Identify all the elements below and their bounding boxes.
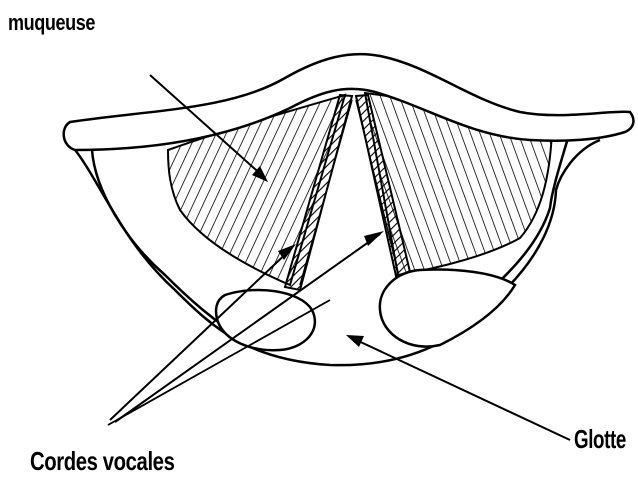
- label-glotte: Glotte: [574, 424, 626, 455]
- left-arytenoid: [216, 290, 315, 350]
- glotte-leader-line: [352, 338, 570, 440]
- label-cordes-vocales: Cordes vocales: [30, 446, 174, 477]
- label-muqueuse: muqueuse: [8, 10, 95, 36]
- glotte-arrowhead: [346, 335, 364, 347]
- right-arytenoid: [380, 270, 515, 347]
